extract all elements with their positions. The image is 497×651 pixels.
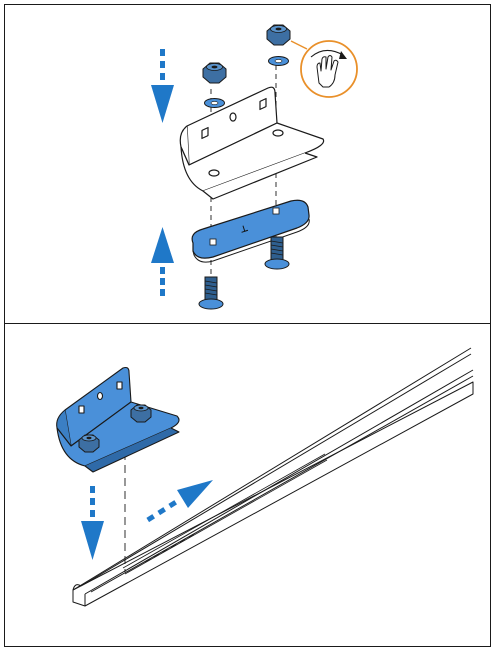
down-arrow-icon: [81, 486, 104, 560]
step-panel-bracket-assembly: ⊥: [4, 4, 491, 324]
hand-rotate-icon: [290, 40, 358, 98]
washer-icon: [268, 56, 289, 66]
bolt-icon: [264, 236, 290, 270]
washer-icon: [204, 98, 225, 108]
backing-plate: ⊥: [191, 199, 310, 263]
nut-icon: [78, 434, 100, 453]
diagonal-arrow-icon: [146, 480, 213, 523]
plate-marking: ⊥: [239, 224, 250, 236]
rail-insertion-view: [56, 347, 474, 607]
bolt-icon: [198, 276, 224, 310]
bracket-exploded-view: ⊥: [151, 24, 358, 310]
nut-icon: [202, 62, 227, 84]
nut-icon: [130, 404, 152, 423]
bracket-assembly: [56, 366, 180, 473]
rail-channel: [72, 347, 474, 607]
angle-bracket: [179, 86, 325, 200]
up-arrow-icon: [151, 227, 174, 296]
step-panel-rail-insertion: [4, 323, 491, 647]
nut-icon: [266, 24, 291, 46]
down-arrow-icon: [151, 49, 174, 123]
